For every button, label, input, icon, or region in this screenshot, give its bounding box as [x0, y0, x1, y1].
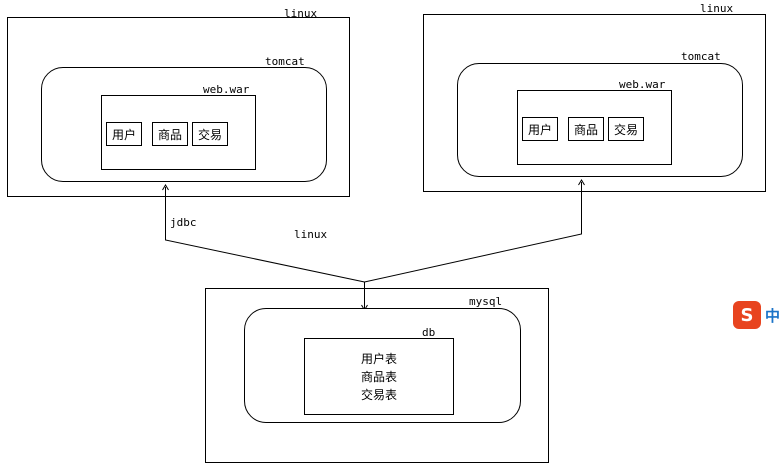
- left-linux-label: linux: [284, 7, 318, 20]
- table-trades: 交易表: [360, 388, 397, 402]
- table-users: 用户表: [360, 352, 397, 366]
- jdbc-label: jdbc: [170, 216, 197, 229]
- db-box: [304, 338, 454, 415]
- db-label: db: [422, 326, 436, 339]
- mysql-label: mysql: [469, 295, 503, 308]
- left-module-user: 用户: [106, 122, 142, 146]
- right-module-user: 用户: [522, 117, 558, 141]
- left-module-product: 商品: [152, 122, 188, 146]
- right-module-trade: 交易: [608, 117, 644, 141]
- left-connector-line: [165, 187, 365, 283]
- right-module-product: 商品: [568, 117, 604, 141]
- left-module-trade: 交易: [192, 122, 228, 146]
- connection-linux-label: linux: [294, 228, 328, 241]
- db-linux-box: [205, 288, 549, 463]
- right-connector-line: [364, 182, 582, 283]
- left-war-label: web.war: [203, 83, 250, 96]
- right-war-label: web.war: [619, 78, 666, 91]
- table-products: 商品表: [360, 370, 397, 384]
- right-tomcat-label: tomcat: [681, 50, 721, 63]
- left-war-box: [101, 95, 256, 170]
- right-war-box: [517, 90, 672, 165]
- left-arrowhead: [162, 184, 169, 191]
- right-arrowhead: [578, 179, 585, 186]
- ime-logo-icon: S: [733, 301, 761, 329]
- ime-mode-label: 中: [765, 307, 781, 325]
- right-linux-label: linux: [700, 2, 734, 15]
- db-tables: 用户表 商品表 交易表: [304, 350, 454, 404]
- left-tomcat-label: tomcat: [265, 55, 305, 68]
- ime-indicator[interactable]: S 中: [733, 301, 783, 329]
